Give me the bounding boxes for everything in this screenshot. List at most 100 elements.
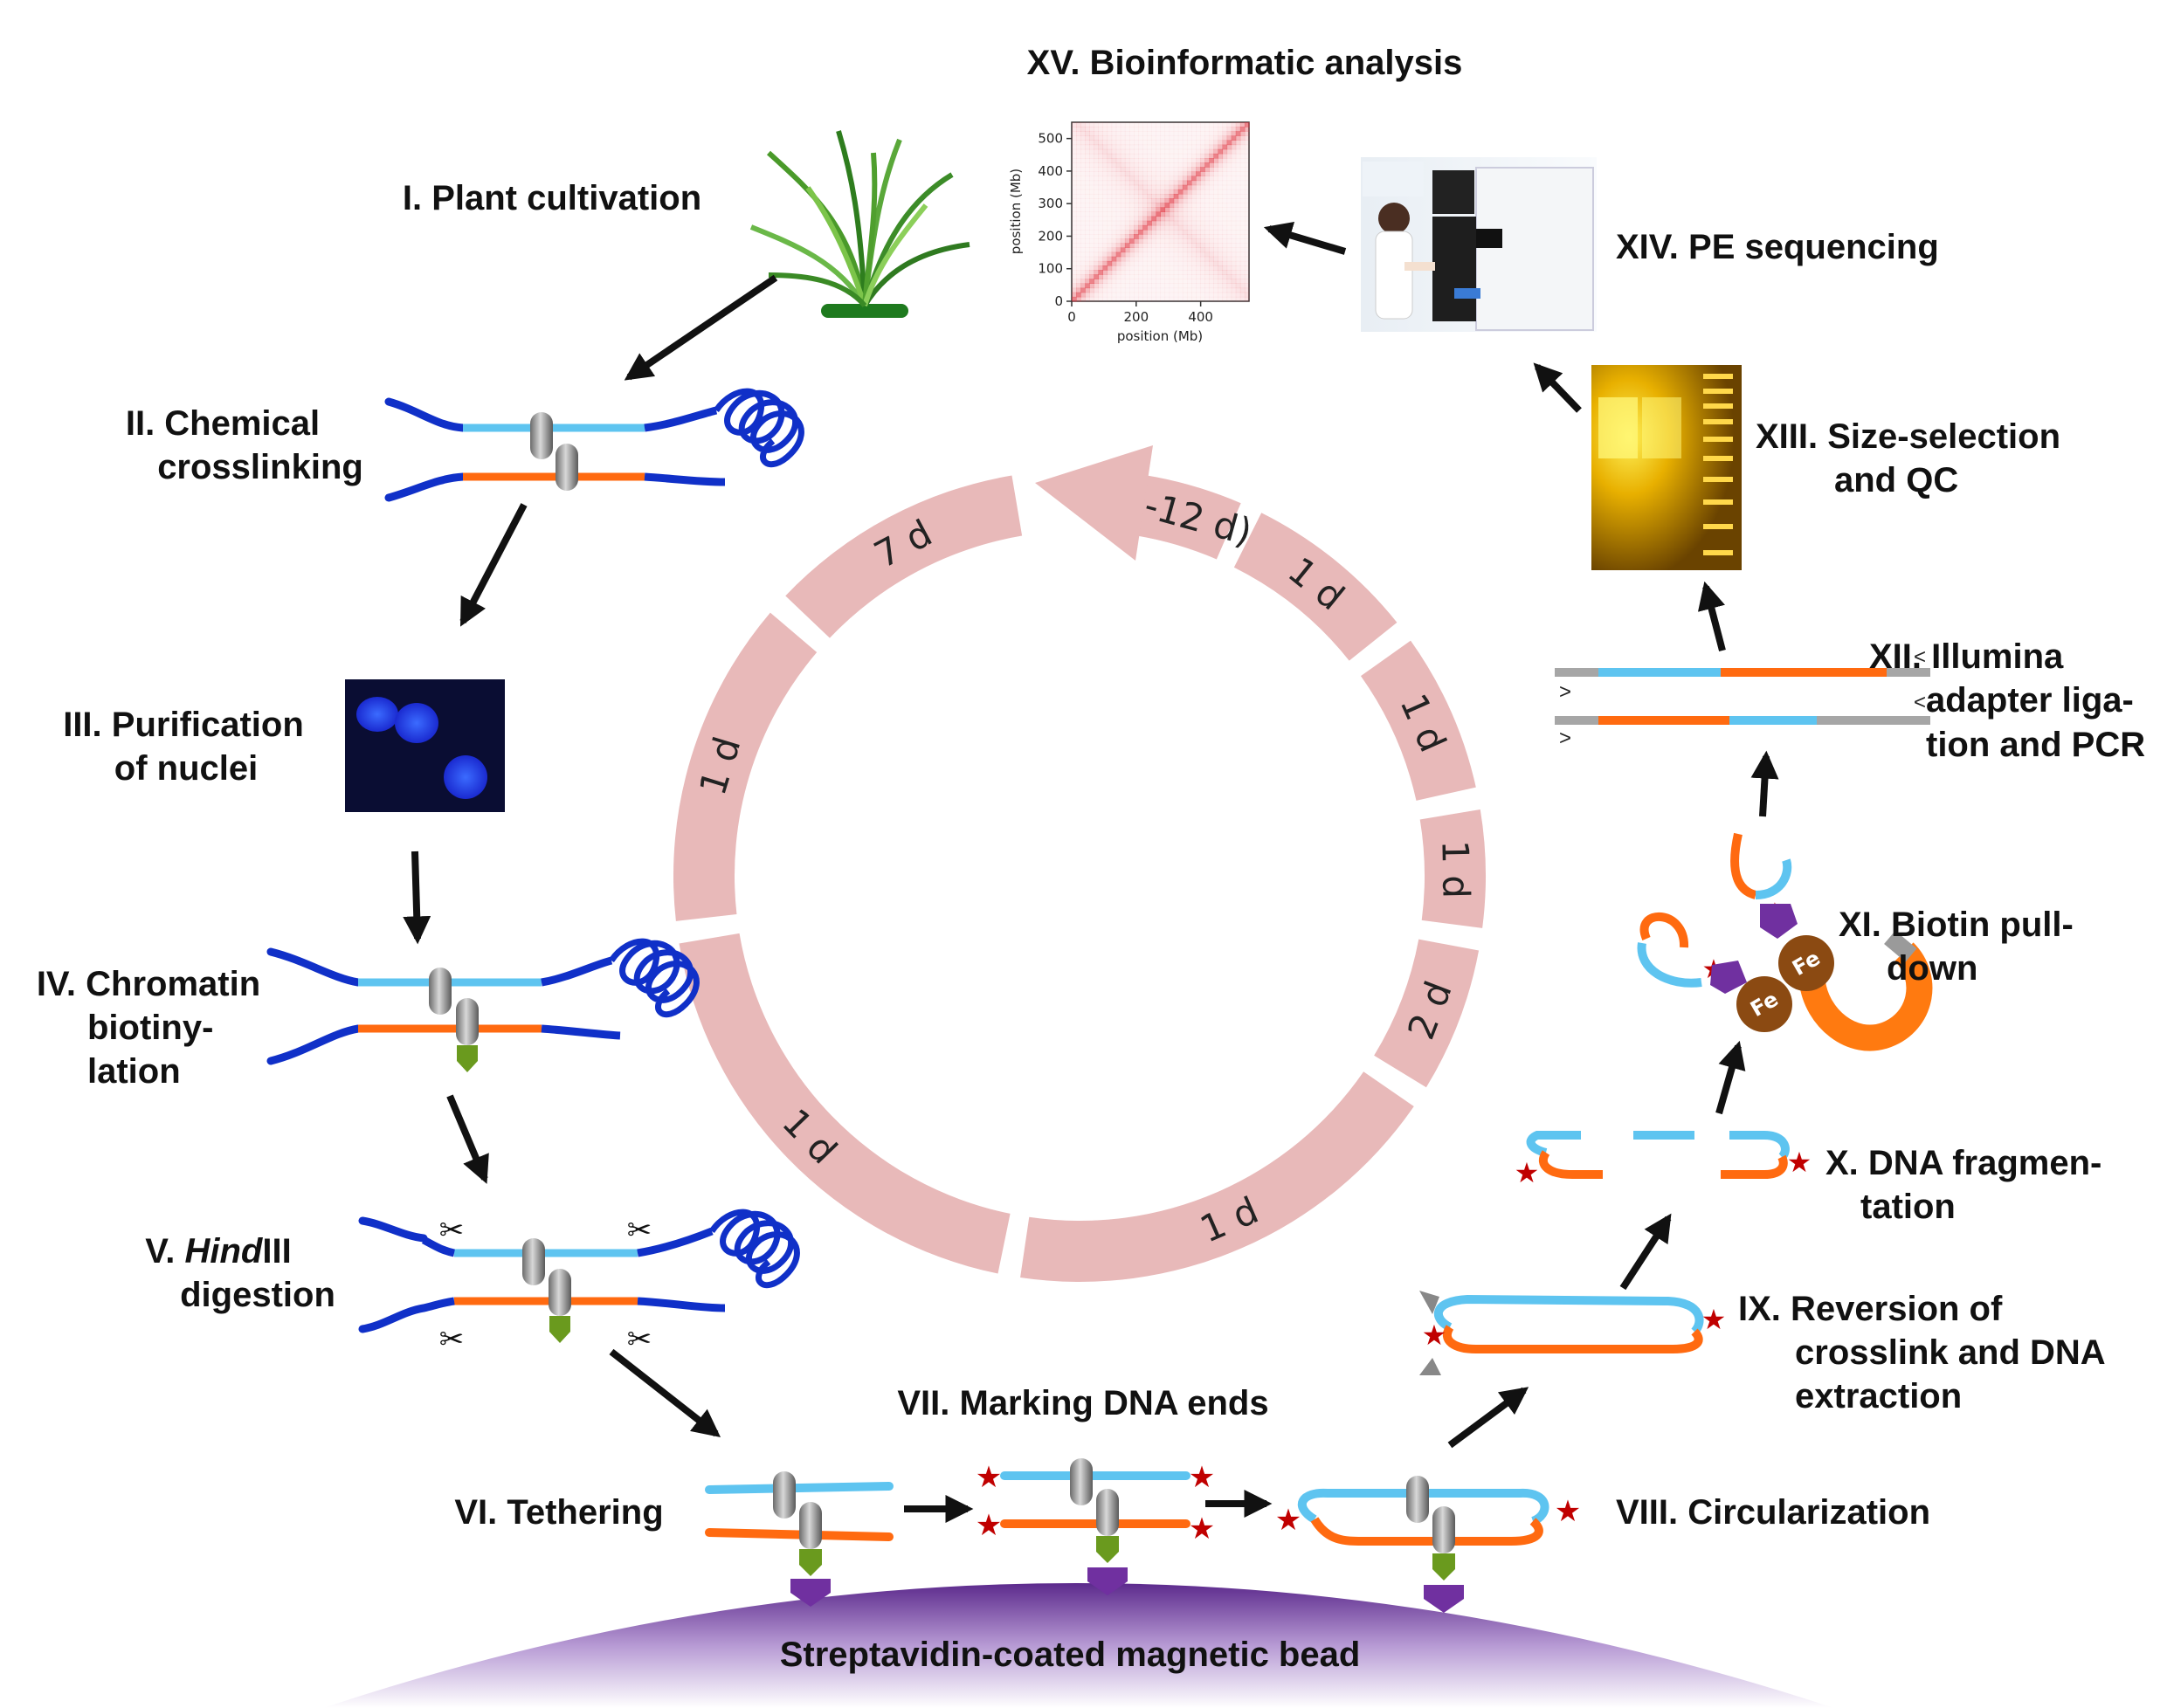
heatmap-cell xyxy=(1191,270,1197,275)
heatmap-cell xyxy=(1151,256,1156,262)
timeline-segment xyxy=(1419,809,1486,928)
heatmap-cell xyxy=(1147,234,1152,239)
heatmap-cell xyxy=(1177,251,1184,258)
heatmap-cell xyxy=(1204,131,1210,136)
circularized-dna-viii: ★ ★ xyxy=(1275,1476,1581,1613)
dna-digested-v: ✂ ✂ ✂ ✂ xyxy=(358,1209,800,1356)
heatmap-cell xyxy=(1072,247,1077,253)
heatmap-cell xyxy=(1076,247,1081,253)
heatmap-cell xyxy=(1089,153,1094,159)
heatmap-cell xyxy=(1072,279,1077,284)
heatmap-cell xyxy=(1244,279,1250,284)
heatmap-cell xyxy=(1142,279,1148,284)
heatmap-cell xyxy=(1226,184,1232,190)
heatmap-cell xyxy=(1244,148,1250,155)
heatmap-cell xyxy=(1120,198,1126,203)
heatmap-cell xyxy=(1186,131,1192,136)
heatmap-cell xyxy=(1160,234,1166,239)
heatmap-cell xyxy=(1164,238,1170,244)
arrow-xiii-xiv xyxy=(1533,362,1582,413)
heatmap-cell xyxy=(1115,203,1121,208)
heatmap-cell xyxy=(1120,148,1126,155)
heatmap-cell xyxy=(1128,180,1135,186)
heatmap-cell xyxy=(1089,148,1094,155)
heatmap-cell xyxy=(1226,238,1232,244)
heatmap-cell xyxy=(1213,265,1218,271)
heatmap-cell xyxy=(1231,243,1237,248)
heatmap-cell xyxy=(1160,287,1166,293)
heatmap-cell xyxy=(1239,203,1246,208)
heatmap-cell xyxy=(1244,184,1250,190)
heatmap-cell xyxy=(1244,131,1250,136)
heatmap-cell xyxy=(1191,296,1197,302)
heatmap-cell xyxy=(1111,270,1117,275)
heatmap-cell xyxy=(1142,230,1148,235)
heatmap-xtick-label: 0 xyxy=(1067,309,1076,325)
heatmap-cell xyxy=(1191,292,1197,298)
heatmap-cell xyxy=(1111,230,1117,235)
heatmap-cell xyxy=(1191,260,1197,266)
heatmap-cell xyxy=(1138,287,1143,293)
heatmap-cell xyxy=(1072,224,1077,231)
heatmap-cell xyxy=(1142,287,1148,293)
heatmap-cell xyxy=(1239,184,1246,190)
heatmap-cell xyxy=(1142,158,1148,163)
heatmap-cell xyxy=(1107,279,1113,284)
heatmap-cell xyxy=(1200,265,1205,271)
heatmap-cell xyxy=(1094,184,1099,190)
heatmap-cell xyxy=(1098,224,1104,231)
heatmap-cell xyxy=(1115,148,1121,155)
heatmap-cell xyxy=(1231,224,1237,231)
heatmap-cell xyxy=(1164,189,1170,195)
heatmap-cell xyxy=(1169,189,1175,195)
heatmap-cell xyxy=(1213,230,1218,235)
heatmap-cell xyxy=(1209,144,1214,150)
heatmap-cell xyxy=(1226,224,1232,231)
heatmap-cell xyxy=(1156,162,1161,168)
heatmap-cell xyxy=(1244,198,1250,203)
heatmap-cell xyxy=(1213,279,1218,284)
heatmap-cell xyxy=(1160,283,1166,289)
heatmap-cell xyxy=(1089,135,1094,141)
heatmap-cell xyxy=(1177,224,1184,231)
heatmap-cell xyxy=(1142,216,1148,222)
heatmap-cell xyxy=(1076,184,1081,190)
heatmap-cell xyxy=(1134,292,1139,298)
heatmap-cell xyxy=(1156,287,1161,293)
heatmap-cell xyxy=(1124,167,1130,172)
heatmap-cell xyxy=(1102,230,1108,235)
heatmap-cell xyxy=(1085,158,1090,163)
heatmap-cell xyxy=(1085,216,1090,222)
heatmap-cell xyxy=(1111,162,1117,168)
heatmap-cell xyxy=(1231,247,1237,253)
heatmap-cell xyxy=(1138,296,1143,302)
heatmap-cell xyxy=(1173,207,1179,212)
heatmap-cell xyxy=(1164,207,1170,212)
heatmap-cell xyxy=(1244,135,1250,141)
heatmap-cell xyxy=(1128,167,1135,172)
heatmap-cell xyxy=(1231,211,1237,217)
heatmap-cell xyxy=(1182,140,1188,146)
heatmap-cell xyxy=(1204,296,1210,302)
heatmap-cell xyxy=(1196,247,1201,253)
heatmap-cell xyxy=(1134,216,1139,222)
heatmap-cell xyxy=(1222,189,1228,195)
heatmap-cell xyxy=(1200,220,1205,226)
heatmap-cell xyxy=(1191,265,1197,271)
heatmap-cell xyxy=(1244,260,1250,266)
heatmap-cell xyxy=(1196,148,1201,155)
heatmap-cell xyxy=(1111,131,1117,136)
step-label: crosslinking xyxy=(157,448,363,486)
heatmap-cell xyxy=(1182,243,1188,248)
heatmap-cell xyxy=(1182,144,1188,150)
heatmap-cell xyxy=(1222,180,1228,186)
heatmap-cell xyxy=(1111,189,1117,195)
heatmap-cell xyxy=(1128,283,1135,289)
heatmap-cell xyxy=(1111,274,1117,279)
heatmap-cell xyxy=(1196,194,1201,199)
heatmap-cell xyxy=(1120,274,1126,279)
heatmap-cell xyxy=(1204,194,1210,199)
heatmap-cell xyxy=(1085,256,1090,262)
heatmap-cell xyxy=(1080,216,1086,222)
heatmap-cell xyxy=(1142,220,1148,226)
